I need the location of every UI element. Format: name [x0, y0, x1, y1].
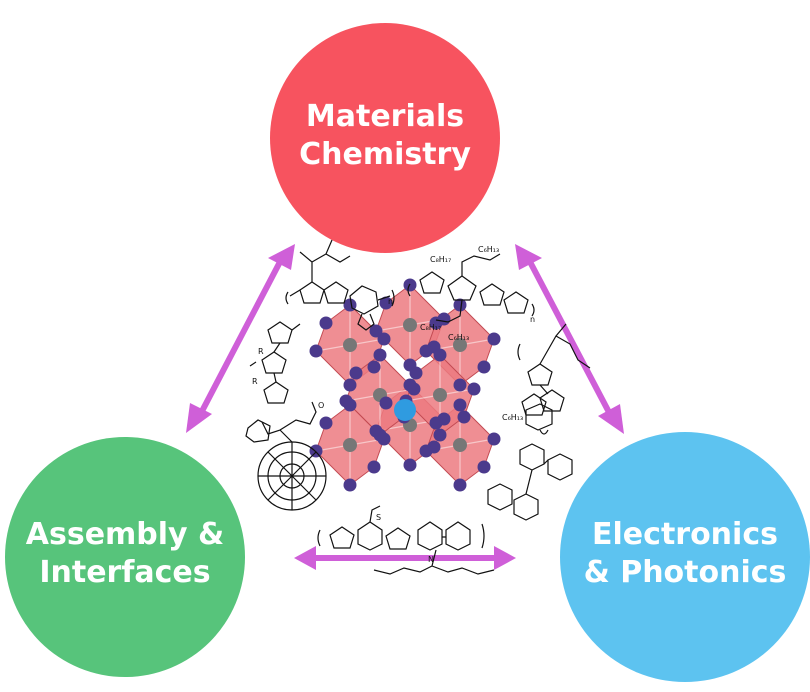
arrow-materials-electronics [525, 256, 615, 420]
label-c8h17-mid: C₈H₁₇ [420, 323, 441, 332]
anion-atom [379, 396, 393, 410]
anion-atom [343, 378, 357, 392]
metal-atom [403, 318, 417, 332]
anion-atom [477, 360, 491, 374]
label-n-top-left: n [388, 297, 393, 306]
anion-atom [419, 344, 433, 358]
anion-atom [319, 416, 333, 430]
anion-atom [453, 398, 467, 412]
electronics-label-line-1: Electronics [592, 517, 778, 552]
assembly-label-line-2: Interfaces [39, 554, 211, 590]
materials-label-line-2: Chemistry [299, 136, 471, 172]
electronics-photonics-circle [560, 432, 810, 682]
polymer-top-left [285, 239, 395, 331]
anion-atom [433, 428, 447, 442]
anion-atom [369, 324, 383, 338]
anion-atom [319, 316, 333, 330]
arrowhead-assembly-end [186, 403, 212, 433]
molecule-annotations: C₈H₁₇ C₆H₁₃ C₈H₁₇ C₆H₁₃ C₆H₁₃ n n R R O … [252, 245, 535, 564]
anion-atom [419, 444, 433, 458]
materials-chemistry-circle [270, 23, 500, 253]
polymer-bottom [317, 505, 495, 575]
anion-atom [453, 298, 467, 312]
anion-atom [457, 410, 471, 424]
anion-atom [339, 394, 353, 408]
label-r-2: R [252, 377, 258, 386]
oligothiophene-left [249, 321, 301, 404]
arrowhead-electronics-end [598, 404, 624, 434]
anion-atom [373, 348, 387, 362]
label-o-fullerene: O [318, 401, 324, 410]
anion-atom [349, 366, 363, 380]
assembly-interfaces-circle [5, 437, 245, 677]
label-r-1: R [258, 347, 264, 356]
anion-atom [407, 382, 421, 396]
anion-atom [477, 460, 491, 474]
arrowhead-materials-right-end [515, 244, 542, 270]
anion-atom [367, 360, 381, 374]
label-c6h13-right: C₆H₁₃ [502, 413, 523, 422]
metal-atom [343, 438, 357, 452]
label-n-bottom: N [428, 555, 434, 564]
assembly-interfaces-label: Assembly & Interfaces [10, 516, 240, 591]
label-s-bottom: S [376, 513, 381, 522]
perovskite-crystal-illustration [309, 278, 501, 492]
polymer-top-right [407, 253, 535, 323]
bifluorenylidene-right [487, 443, 573, 521]
label-n-top-right: n [530, 315, 535, 324]
anion-atom [487, 332, 501, 346]
a-site-cation [394, 399, 416, 421]
metal-atom [453, 338, 467, 352]
anion-atom [429, 416, 443, 430]
label-c8h17-top: C₈H₁₇ [430, 255, 451, 264]
anion-atom [343, 478, 357, 492]
electronics-photonics-label: Electronics & Photonics [570, 516, 800, 591]
arrowhead-bottom-left-end [294, 546, 316, 570]
anion-atom [429, 316, 443, 330]
anion-atom [433, 348, 447, 362]
anion-atom [377, 332, 391, 346]
anion-atom [453, 378, 467, 392]
anion-atom [379, 296, 393, 310]
arrow-materials-assembly [197, 256, 285, 417]
electronics-label-line-2: & Photonics [583, 554, 787, 590]
arrowhead-materials-left-end [268, 244, 295, 270]
metal-atom [433, 388, 447, 402]
materials-chemistry-label: Materials Chemistry [285, 98, 485, 173]
fullerene-c60 [245, 401, 327, 511]
anion-atom [467, 382, 481, 396]
label-c6h13-mid: C₆H₁₃ [448, 333, 469, 342]
polymer-right [517, 323, 591, 435]
materials-label-line-1: Materials [305, 99, 465, 134]
anion-atom [453, 478, 467, 492]
relationship-arrows [186, 244, 624, 570]
anion-atom [373, 428, 387, 442]
metal-atom [453, 438, 467, 452]
anion-atom [309, 344, 323, 358]
anion-atom [309, 444, 323, 458]
anion-atom [409, 366, 423, 380]
metal-atom [343, 338, 357, 352]
anion-atom [487, 432, 501, 446]
arrowhead-bottom-right-end [494, 546, 516, 570]
anion-atom [403, 458, 417, 472]
assembly-label-line-1: Assembly & [25, 517, 225, 552]
molecular-structures [245, 239, 591, 575]
anion-atom [367, 460, 381, 474]
label-c6h13-top: C₆H₁₃ [478, 245, 499, 254]
